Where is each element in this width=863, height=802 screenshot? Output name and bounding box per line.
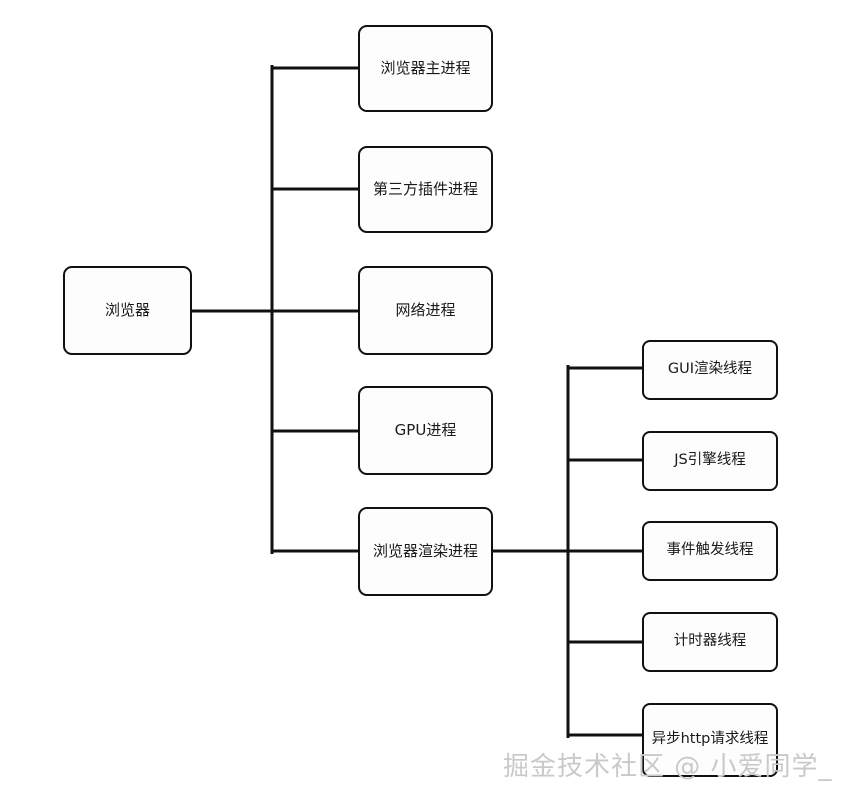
node-gui-thread-label: GUI渲染线程	[667, 361, 753, 378]
node-network-process-label: 网络进程	[395, 300, 456, 319]
node-js-thread[interactable]: JS引擎线程	[642, 431, 778, 491]
node-plugin-process-label: 第三方插件进程	[372, 179, 478, 198]
node-event-thread[interactable]: 事件触发线程	[642, 521, 778, 581]
node-browser-label: 浏览器	[104, 300, 150, 319]
node-timer-thread[interactable]: 计时器线程	[642, 612, 778, 672]
node-gui-thread[interactable]: GUI渲染线程	[642, 340, 778, 400]
node-main-process[interactable]: 浏览器主进程	[358, 25, 493, 112]
node-plugin-process[interactable]: 第三方插件进程	[358, 146, 493, 233]
node-gpu-process[interactable]: GPU进程	[358, 386, 493, 475]
node-event-thread-label: 事件触发线程	[666, 542, 754, 559]
node-timer-thread-label: 计时器线程	[673, 633, 747, 650]
node-js-thread-label: JS引擎线程	[674, 452, 746, 469]
node-main-process-label: 浏览器主进程	[380, 58, 471, 77]
node-http-thread-label: 异步http请求线程	[651, 731, 769, 748]
node-render-process[interactable]: 浏览器渲染进程	[358, 507, 493, 596]
node-gpu-process-label: GPU进程	[394, 420, 457, 439]
node-render-process-label: 浏览器渲染进程	[372, 541, 478, 560]
node-network-process[interactable]: 网络进程	[358, 266, 493, 355]
node-browser[interactable]: 浏览器	[63, 266, 192, 355]
node-http-thread[interactable]: 异步http请求线程	[642, 703, 778, 777]
